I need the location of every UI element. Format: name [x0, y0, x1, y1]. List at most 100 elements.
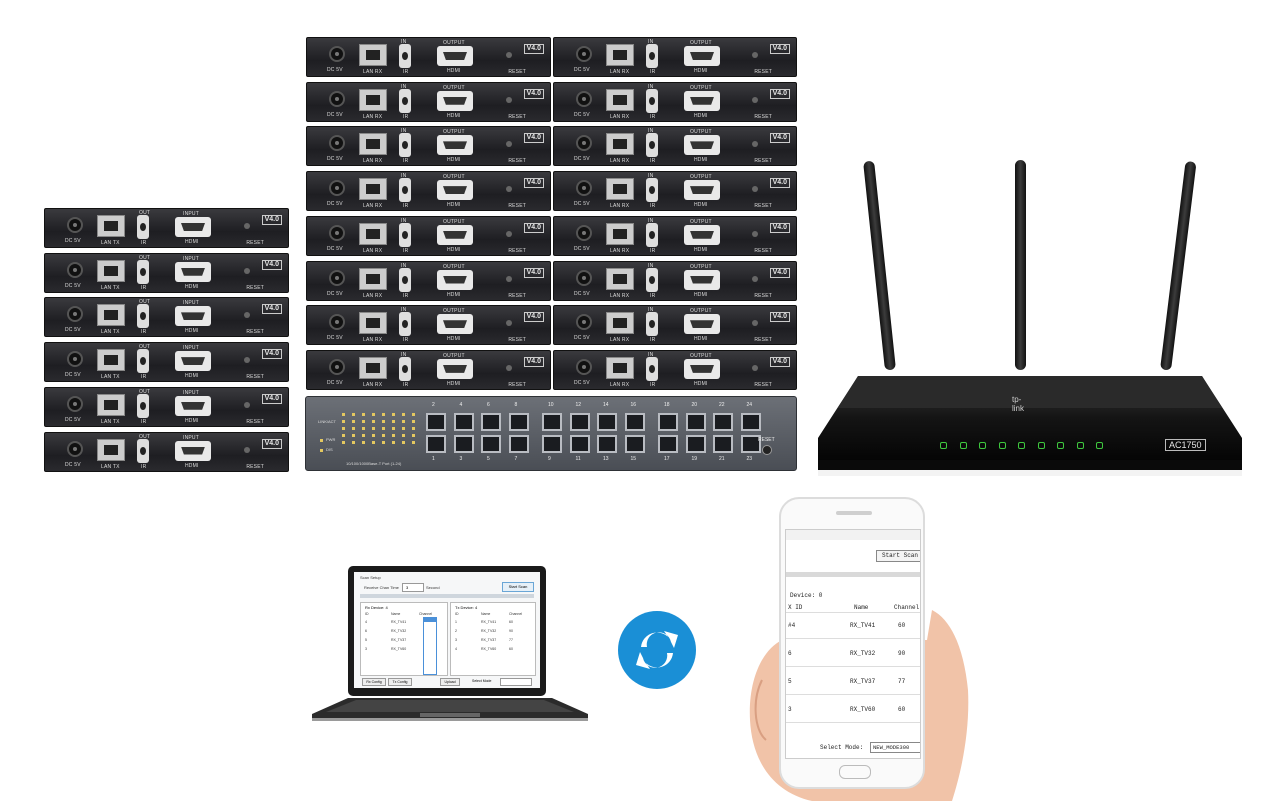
- lan-label: LAN TX: [101, 240, 120, 246]
- dc-label: DC 5V: [574, 290, 590, 297]
- lan-label: LAN RX: [363, 337, 383, 344]
- hdmi-label: HDMI: [694, 336, 708, 343]
- switch-port: [685, 435, 706, 453]
- switch-led: [402, 420, 405, 423]
- switch-reset-button[interactable]: [762, 445, 772, 455]
- ir-label: IR: [650, 337, 656, 344]
- reset-button[interactable]: [752, 320, 758, 327]
- hdmi-port: [684, 314, 720, 335]
- dc-label: DC 5V: [65, 416, 81, 423]
- hdmi-label: HDMI: [185, 417, 199, 424]
- reset-button[interactable]: [506, 320, 512, 327]
- laptop: Scan Setup Receive Chan Time 3 Second St…: [348, 566, 546, 696]
- phone-row-channel: 77: [898, 678, 906, 685]
- output-label: OUTPUT: [690, 40, 712, 46]
- phone-home-button[interactable]: [839, 765, 871, 779]
- reset-button[interactable]: [752, 230, 758, 237]
- hdmi-port: [437, 90, 473, 111]
- phone-start-scan-button[interactable]: Start Scan: [876, 550, 920, 562]
- switch-port-number: 7: [514, 456, 518, 462]
- dc-label: DC 5V: [65, 238, 81, 244]
- table-cell: 4: [365, 620, 367, 624]
- phone-row-name: RX_TV60: [850, 706, 876, 713]
- switch-led: [320, 439, 323, 442]
- switch-caption: 10/100/1000Base-T Port (1-24): [346, 461, 402, 466]
- reset-button[interactable]: [752, 141, 758, 148]
- reset-button[interactable]: [244, 312, 250, 319]
- reset-button[interactable]: [752, 364, 758, 371]
- router-led-icon: [1096, 442, 1103, 449]
- laptop-scan-input[interactable]: 3: [402, 583, 424, 592]
- phone-row-channel: 60: [898, 622, 906, 629]
- laptop-rx-config-button[interactable]: Rx Config: [362, 678, 386, 686]
- reset-button[interactable]: [506, 230, 512, 237]
- phone-row-channel: 90: [898, 650, 906, 657]
- reset-button[interactable]: [506, 364, 512, 371]
- reset-label: RESET: [754, 337, 772, 344]
- in-label: IN: [401, 39, 407, 45]
- reset-label: RESET: [246, 463, 264, 470]
- switch-led: [382, 427, 385, 430]
- hdmi-label: HDMI: [185, 239, 199, 245]
- reset-button[interactable]: [752, 96, 758, 103]
- reset-button[interactable]: [506, 186, 512, 193]
- phone-row-divider: [786, 666, 920, 667]
- reset-label: RESET: [508, 158, 526, 165]
- version-badge: V4.0: [769, 133, 790, 144]
- switch-led: [372, 420, 375, 423]
- output-label: OUTPUT: [443, 40, 465, 46]
- switch-led: [362, 413, 365, 416]
- reset-button[interactable]: [506, 141, 512, 148]
- reset-label: RESET: [246, 284, 264, 291]
- dc-power-jack: [329, 135, 345, 152]
- laptop-start-scan-button[interactable]: Start Scan: [502, 582, 534, 592]
- reset-button[interactable]: [244, 357, 250, 364]
- reset-button[interactable]: [752, 186, 758, 193]
- reset-button[interactable]: [244, 401, 250, 408]
- reset-button[interactable]: [244, 223, 250, 229]
- reset-button[interactable]: [752, 275, 758, 282]
- hdmi-port: [437, 46, 473, 66]
- reset-button[interactable]: [506, 96, 512, 103]
- switch-port: [426, 413, 446, 431]
- dc-label: DC 5V: [65, 461, 81, 468]
- switch-port: [569, 413, 590, 431]
- switch-port: [569, 435, 590, 453]
- reset-button[interactable]: [244, 267, 250, 274]
- switch-led: [392, 413, 395, 416]
- reset-button[interactable]: [506, 275, 512, 282]
- table-cell: RX_TV60: [481, 647, 497, 651]
- hdmi-port: [437, 224, 473, 245]
- laptop-tx-config-button[interactable]: Tx Config: [388, 678, 412, 686]
- switch-led: [392, 441, 395, 444]
- switch-port: [658, 413, 678, 431]
- dc-label: DC 5V: [65, 282, 81, 289]
- reset-button[interactable]: [752, 52, 758, 58]
- router-antenna: [1015, 160, 1026, 370]
- ir-port: [399, 356, 411, 381]
- table-cell: 1: [455, 620, 457, 624]
- ir-port: [646, 356, 658, 381]
- reset-button[interactable]: [506, 52, 512, 58]
- in-label: IN: [401, 83, 407, 90]
- lan-port: [359, 44, 387, 66]
- laptop-channel-dropdown[interactable]: [423, 617, 437, 675]
- switch-port-number: 24: [746, 402, 753, 408]
- version-badge: V4.0: [523, 356, 544, 367]
- phone-mode-select[interactable]: NEW_MODE300: [870, 742, 920, 753]
- dc-label: DC 5V: [574, 335, 590, 342]
- switch-led: [362, 420, 365, 423]
- out-label: OUT: [139, 388, 151, 395]
- ir-port: [646, 44, 658, 68]
- switch-led: [352, 427, 355, 430]
- laptop-mode-select[interactable]: [500, 678, 532, 686]
- laptop-upload-button[interactable]: Upload: [440, 678, 460, 686]
- switch-port-number: 1: [432, 456, 435, 462]
- in-label: IN: [648, 307, 654, 314]
- switch-port-number: 22: [719, 402, 725, 408]
- hdmi-label: HDMI: [694, 380, 708, 387]
- reset-button[interactable]: [244, 446, 250, 453]
